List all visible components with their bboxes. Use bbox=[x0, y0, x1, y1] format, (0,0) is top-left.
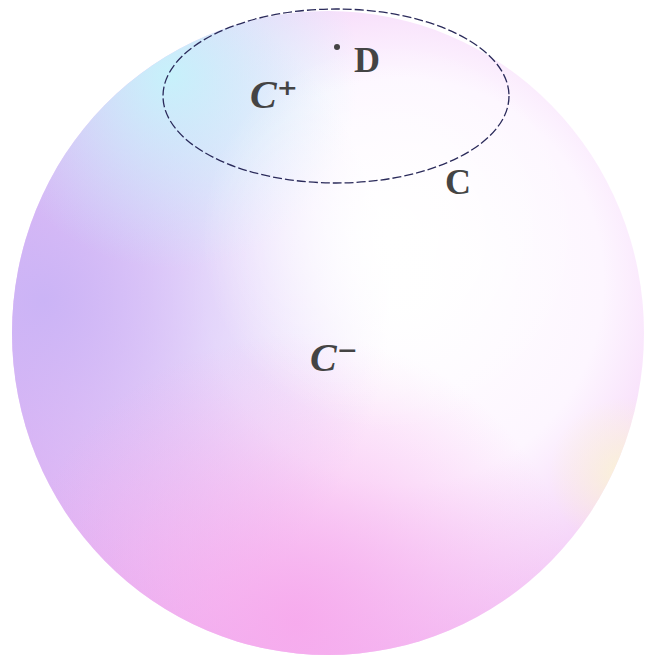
point-label: D bbox=[354, 42, 380, 78]
region-label: C⁻ bbox=[310, 338, 358, 378]
region-label: C⁺ bbox=[250, 75, 298, 115]
curve-label: C bbox=[445, 164, 471, 200]
